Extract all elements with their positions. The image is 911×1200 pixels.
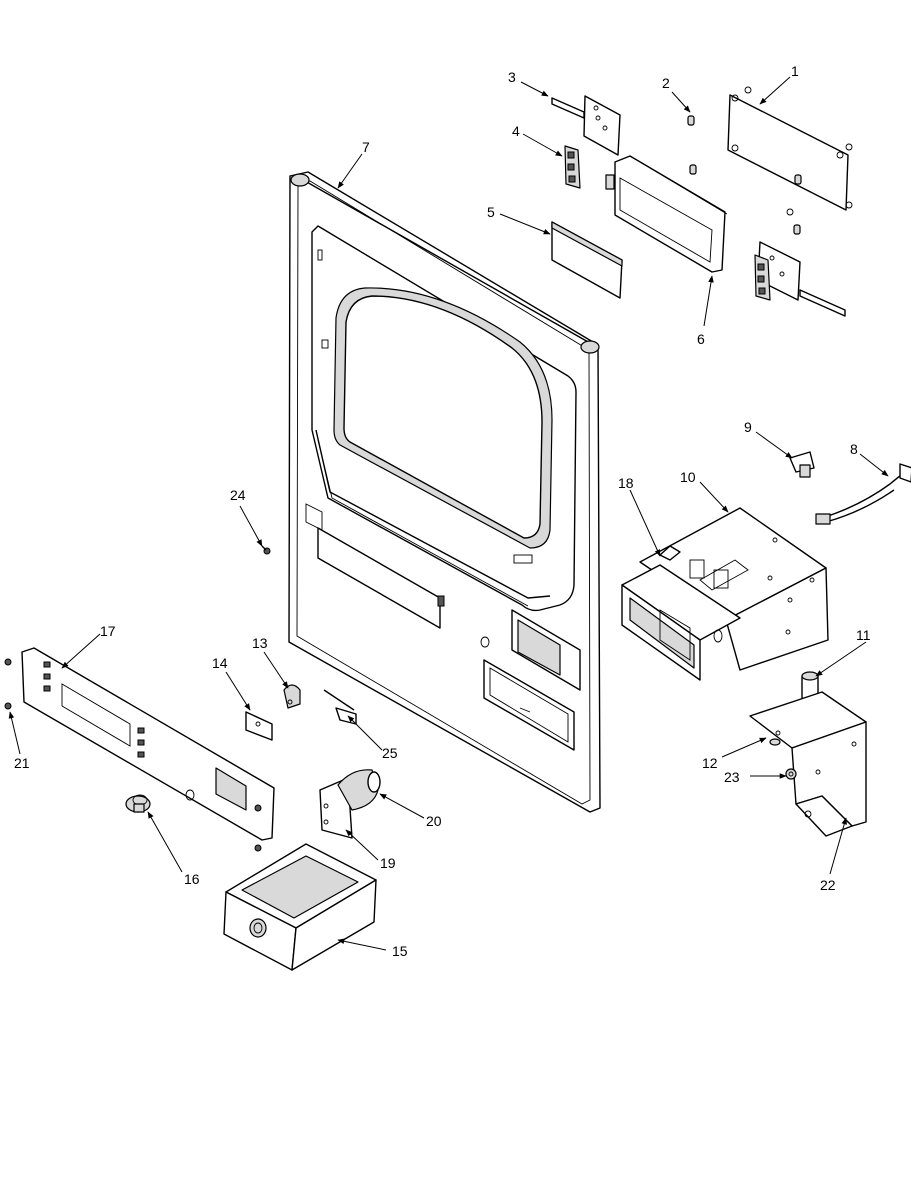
hinge-bracket: [551, 95, 846, 317]
callout-labels: 1 2 3 4 5 6 7 8 9 10 11 12 13 14 15 16 1…: [14, 63, 871, 959]
callout-5: 5: [487, 204, 495, 220]
support-bracket: [749, 691, 867, 837]
callout-2: 2: [662, 75, 670, 91]
drawer: [223, 843, 377, 971]
callout-25: 25: [382, 745, 398, 761]
callout-15: 15: [392, 943, 408, 959]
callout-7: 7: [362, 139, 370, 155]
callout-3: 3: [508, 69, 516, 85]
callout-24: 24: [230, 487, 246, 503]
connector-blocks: [564, 145, 771, 301]
callout-23: 23: [724, 769, 740, 785]
callout-20: 20: [426, 813, 442, 829]
callout-12: 12: [702, 755, 718, 771]
callout-17: 17: [100, 623, 116, 639]
motor-assembly: [319, 769, 381, 839]
knob: [125, 794, 151, 813]
callout-9: 9: [744, 419, 752, 435]
callout-16: 16: [184, 871, 200, 887]
callout-4: 4: [512, 123, 520, 139]
callout-1: 1: [791, 63, 799, 79]
callout-6: 6: [697, 331, 705, 347]
callout-21: 21: [14, 755, 30, 771]
display-board: [551, 221, 623, 299]
callout-8: 8: [850, 441, 858, 457]
callout-18: 18: [618, 475, 634, 491]
leader-lines: [8, 76, 889, 951]
panel-screw: [261, 545, 271, 555]
rear-plate: [727, 86, 853, 216]
bracket-screw: [769, 738, 781, 746]
callout-11: 11: [856, 627, 871, 643]
latch: [283, 684, 301, 709]
latch-plate: [245, 711, 273, 741]
console-panel: [21, 647, 275, 841]
duct: [621, 545, 741, 681]
wire-harness: [815, 463, 911, 525]
callout-19: 19: [380, 855, 396, 871]
callout-14: 14: [212, 655, 228, 671]
hinge-housing: [605, 155, 728, 273]
switch: [789, 451, 815, 478]
console-screws: [4, 658, 262, 852]
pins: [687, 115, 802, 235]
nut: [785, 768, 797, 780]
callout-22: 22: [820, 877, 836, 893]
front-panel: [288, 171, 601, 813]
callout-13: 13: [252, 635, 268, 651]
callout-10: 10: [680, 469, 696, 485]
